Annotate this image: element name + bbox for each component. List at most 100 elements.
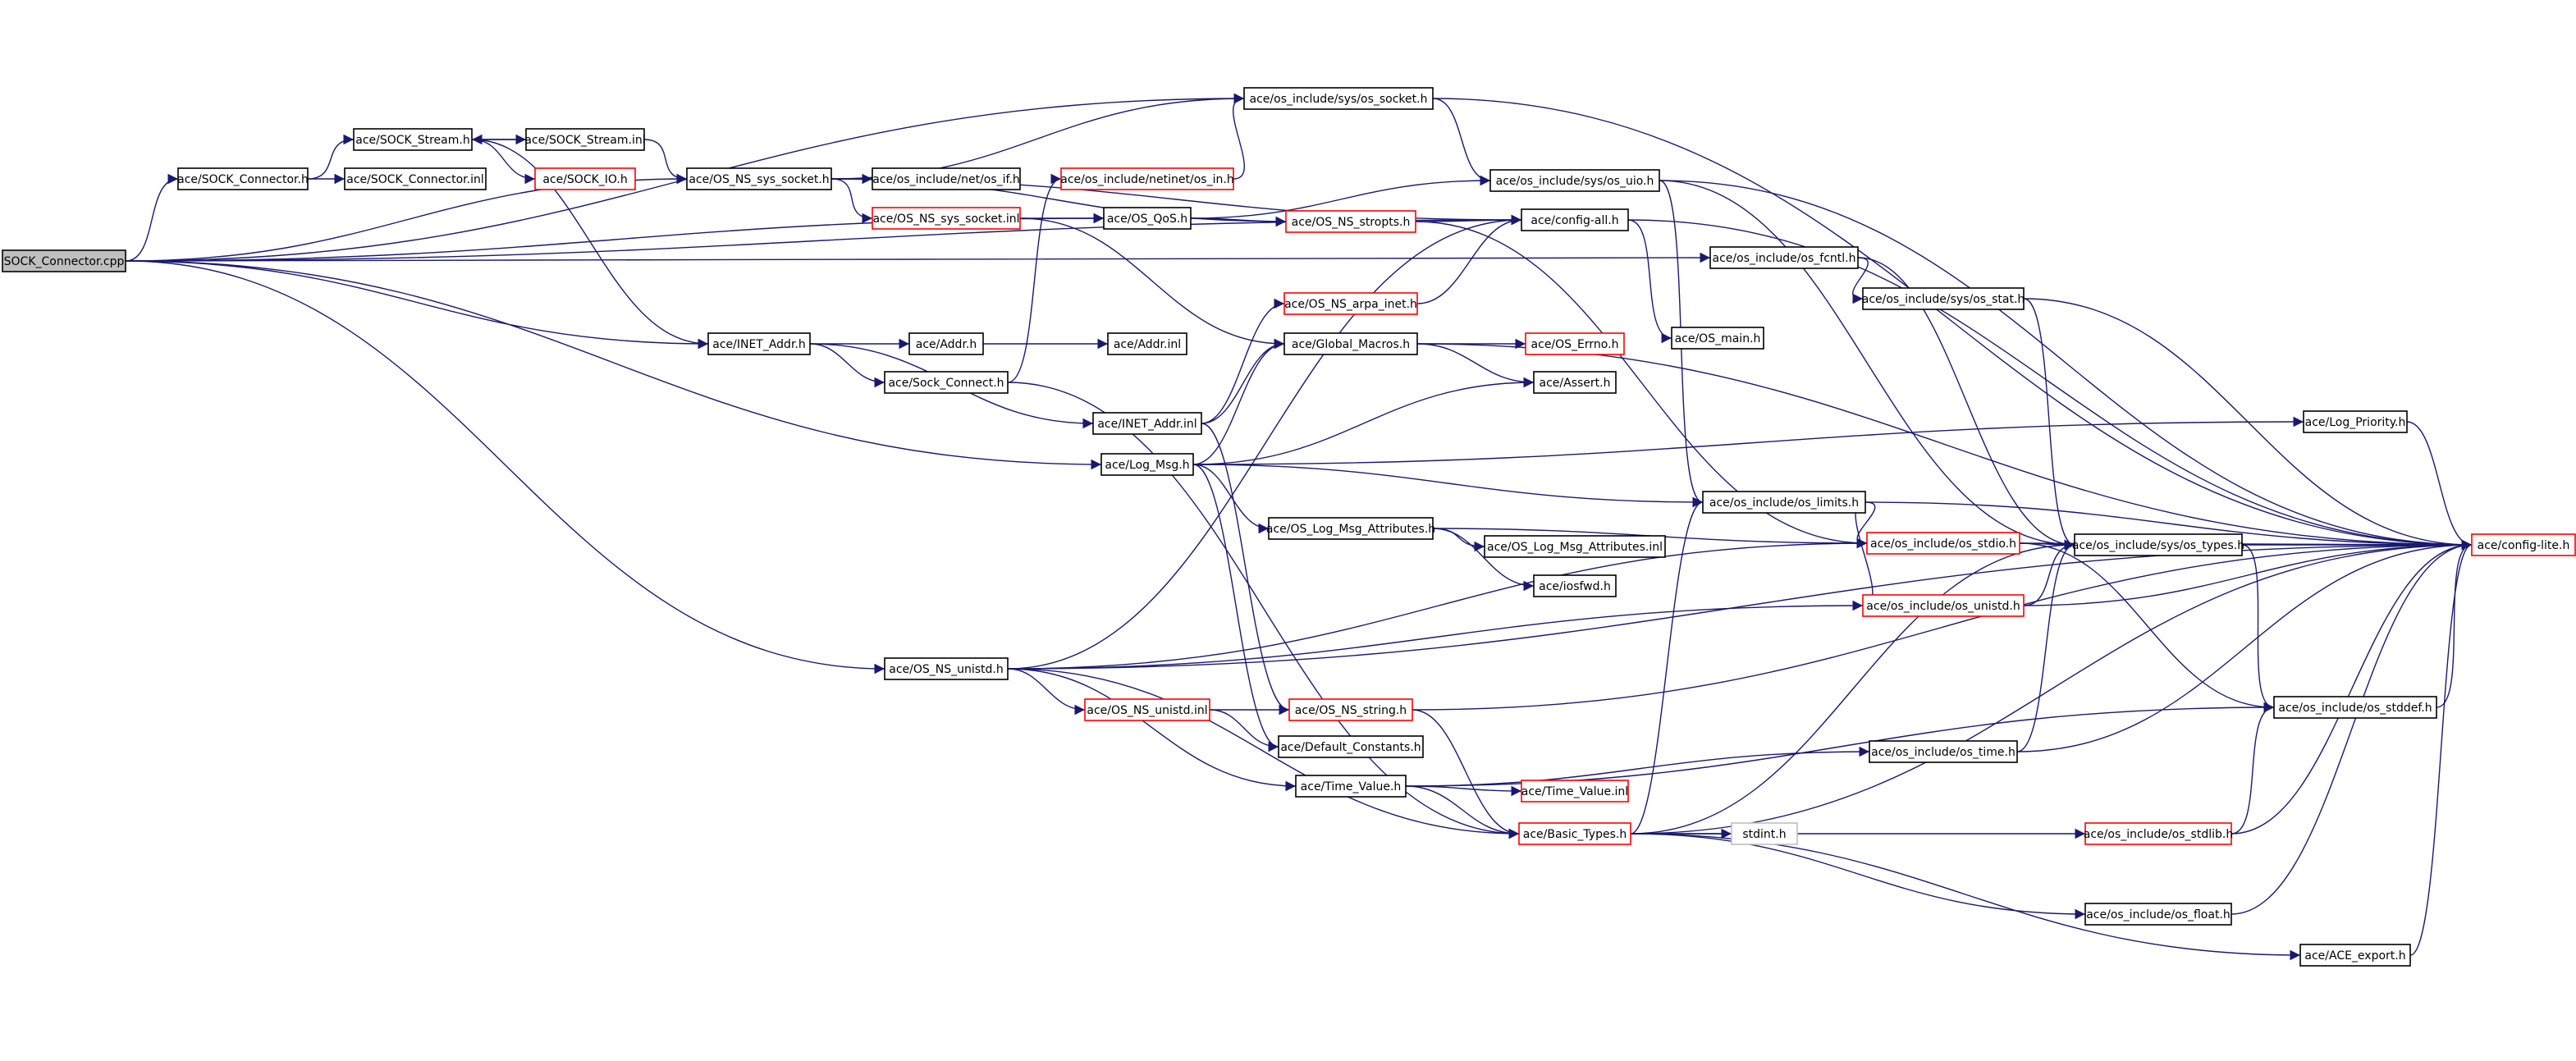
node-ace-export-h[interactable]: ace/ACE_export.h bbox=[2299, 944, 2411, 967]
node-sock-conn-h[interactable]: ace/SOCK_Connector.h bbox=[177, 167, 309, 190]
node-box[interactable] bbox=[1533, 371, 1617, 394]
node-box[interactable] bbox=[2, 249, 126, 272]
node-iosfwd-h[interactable]: ace/iosfwd.h bbox=[1533, 574, 1617, 597]
node-box[interactable] bbox=[1283, 332, 1418, 355]
node-box[interactable] bbox=[1525, 332, 1625, 355]
node-box[interactable] bbox=[525, 128, 645, 151]
node-sock-connect-h[interactable]: ace/Sock_Connect.h bbox=[884, 371, 1009, 394]
node-box[interactable] bbox=[1862, 594, 2025, 617]
node-box[interactable] bbox=[686, 167, 832, 190]
node-os-fcntl-h[interactable]: ace/os_include/os_fcntl.h bbox=[1709, 246, 1859, 269]
node-os-ns-sys-socket-inl[interactable]: ace/OS_NS_sys_socket.inl bbox=[872, 207, 1021, 230]
node-box[interactable] bbox=[1084, 698, 1210, 721]
node-os-ns-unistd-h[interactable]: ace/OS_NS_unistd.h bbox=[884, 657, 1009, 680]
node-box[interactable] bbox=[1288, 698, 1413, 721]
node-config-lite-h[interactable]: ace/config-lite.h bbox=[2471, 533, 2576, 556]
node-box[interactable] bbox=[177, 167, 309, 190]
node-box[interactable] bbox=[2084, 822, 2232, 845]
node-config-all-h[interactable]: ace/config-all.h bbox=[1521, 208, 1629, 231]
node-os-limits-h[interactable]: ace/os_include/os_limits.h bbox=[1702, 491, 1866, 514]
node-box[interactable] bbox=[1518, 822, 1631, 845]
node-box[interactable] bbox=[2084, 903, 2232, 926]
node-os-ns-stropts-h[interactable]: ace/OS_NS_stropts.h bbox=[1285, 210, 1416, 233]
node-box[interactable] bbox=[884, 371, 1009, 394]
node-stdint-h[interactable]: stdint.h bbox=[1731, 822, 1798, 845]
node-time-value-inl[interactable]: ace/Time_Value.inl bbox=[1521, 780, 1629, 803]
node-os-ns-arpa-inet-h[interactable]: ace/OS_NS_arpa_inet.h bbox=[1283, 292, 1418, 315]
node-inet-addr-h[interactable]: ace/INET_Addr.h bbox=[707, 332, 811, 355]
node-box[interactable] bbox=[1103, 207, 1192, 230]
node-os-if-h[interactable]: ace/os_include/net/os_if.h bbox=[872, 167, 1021, 190]
node-box[interactable] bbox=[2273, 696, 2437, 719]
node-box[interactable] bbox=[1521, 208, 1629, 231]
node-os-stdlib-h[interactable]: ace/os_include/os_stdlib.h bbox=[2084, 822, 2233, 845]
node-box[interactable] bbox=[1243, 87, 1434, 110]
node-os-log-msg-attr-inl[interactable]: ace/OS_Log_Msg_Attributes.inl bbox=[1484, 535, 1666, 558]
node-os-stddef-h[interactable]: ace/os_include/os_stddef.h bbox=[2273, 696, 2437, 719]
node-box[interactable] bbox=[534, 167, 636, 190]
node-sock-stream-inl[interactable]: ace/SOCK_Stream.inl bbox=[524, 128, 646, 151]
node-box[interactable] bbox=[1533, 574, 1617, 597]
node-assert-h[interactable]: ace/Assert.h bbox=[1533, 371, 1617, 394]
node-os-time-h[interactable]: ace/os_include/os_time.h bbox=[1869, 740, 2018, 763]
node-box[interactable] bbox=[1092, 412, 1202, 435]
node-os-main-h[interactable]: ace/OS_main.h bbox=[1671, 327, 1764, 350]
node-box[interactable] bbox=[1489, 169, 1660, 192]
node-box[interactable] bbox=[1866, 532, 2020, 555]
node-os-unistd-h[interactable]: ace/os_include/os_unistd.h bbox=[1862, 594, 2025, 617]
node-os-ns-sys-socket-h[interactable]: ace/OS_NS_sys_socket.h bbox=[686, 167, 832, 190]
node-os-socket-h[interactable]: ace/os_include/sys/os_socket.h bbox=[1243, 87, 1434, 110]
node-os-types-h[interactable]: ace/os_include/sys/os_types.h bbox=[2072, 533, 2244, 556]
node-os-ns-unistd-inl[interactable]: ace/OS_NS_unistd.inl bbox=[1084, 698, 1210, 721]
node-box[interactable] bbox=[707, 332, 811, 355]
node-os-ns-string-h[interactable]: ace/OS_NS_string.h bbox=[1288, 698, 1413, 721]
node-os-errno-h[interactable]: ace/OS_Errno.h bbox=[1525, 332, 1625, 355]
node-log-msg-h[interactable]: ace/Log_Msg.h bbox=[1100, 453, 1194, 476]
node-box[interactable] bbox=[1521, 780, 1629, 803]
node-box[interactable] bbox=[1484, 535, 1666, 558]
node-os-qos-h[interactable]: ace/OS_QoS.h bbox=[1103, 207, 1192, 230]
node-box[interactable] bbox=[1268, 517, 1434, 540]
node-os-uio-h[interactable]: ace/os_include/sys/os_uio.h bbox=[1489, 169, 1660, 192]
node-addr-inl[interactable]: ace/Addr.inl bbox=[1107, 332, 1187, 355]
node-box[interactable] bbox=[872, 167, 1021, 190]
node-box[interactable] bbox=[1671, 327, 1764, 350]
node-box[interactable] bbox=[1869, 740, 2018, 763]
node-sock-conn-inl[interactable]: ace/SOCK_Connector.inl bbox=[344, 167, 487, 190]
node-inet-addr-inl[interactable]: ace/INET_Addr.inl bbox=[1092, 412, 1202, 435]
node-sock-stream-h[interactable]: ace/SOCK_Stream.h bbox=[353, 128, 473, 151]
node-box[interactable] bbox=[2299, 944, 2411, 967]
node-basic-types-h[interactable]: ace/Basic_Types.h bbox=[1518, 822, 1631, 845]
node-sock-io-h[interactable]: ace/SOCK_IO.h bbox=[534, 167, 636, 190]
node-box[interactable] bbox=[353, 128, 473, 151]
node-box[interactable] bbox=[1731, 822, 1798, 845]
node-default-constants-h[interactable]: ace/Default_Constants.h bbox=[1278, 735, 1424, 758]
node-os-in-h[interactable]: ace/os_include/netinet/os_in.h bbox=[1060, 167, 1234, 190]
node-box[interactable] bbox=[1295, 775, 1407, 798]
node-box[interactable] bbox=[1709, 246, 1859, 269]
node-box[interactable] bbox=[872, 207, 1021, 230]
node-addr-h[interactable]: ace/Addr.h bbox=[908, 332, 984, 355]
node-box[interactable] bbox=[1060, 167, 1234, 190]
node-root[interactable]: SOCK_Connector.cpp bbox=[2, 249, 126, 272]
node-log-priority-h[interactable]: ace/Log_Priority.h bbox=[2303, 410, 2408, 433]
node-os-float-h[interactable]: ace/os_include/os_float.h bbox=[2084, 903, 2232, 926]
node-box[interactable] bbox=[2303, 410, 2408, 433]
node-box[interactable] bbox=[2074, 533, 2243, 556]
node-box[interactable] bbox=[344, 167, 487, 190]
node-os-stat-h[interactable]: ace/os_include/sys/os_stat.h bbox=[1862, 287, 2025, 310]
node-box[interactable] bbox=[1283, 292, 1418, 315]
node-box[interactable] bbox=[884, 657, 1009, 680]
node-box[interactable] bbox=[1278, 735, 1424, 758]
node-box[interactable] bbox=[2471, 533, 2576, 556]
node-box[interactable] bbox=[1702, 491, 1866, 514]
node-box[interactable] bbox=[1285, 210, 1416, 233]
node-box[interactable] bbox=[1100, 453, 1194, 476]
node-box[interactable] bbox=[1862, 287, 2025, 310]
node-global-macros-h[interactable]: ace/Global_Macros.h bbox=[1283, 332, 1418, 355]
node-os-stdio-h[interactable]: ace/os_include/os_stdio.h bbox=[1866, 532, 2020, 555]
node-box[interactable] bbox=[908, 332, 984, 355]
node-os-log-msg-attr-h[interactable]: ace/OS_Log_Msg_Attributes.h bbox=[1266, 517, 1435, 540]
node-time-value-h[interactable]: ace/Time_Value.h bbox=[1295, 775, 1407, 798]
node-box[interactable] bbox=[1107, 332, 1187, 355]
